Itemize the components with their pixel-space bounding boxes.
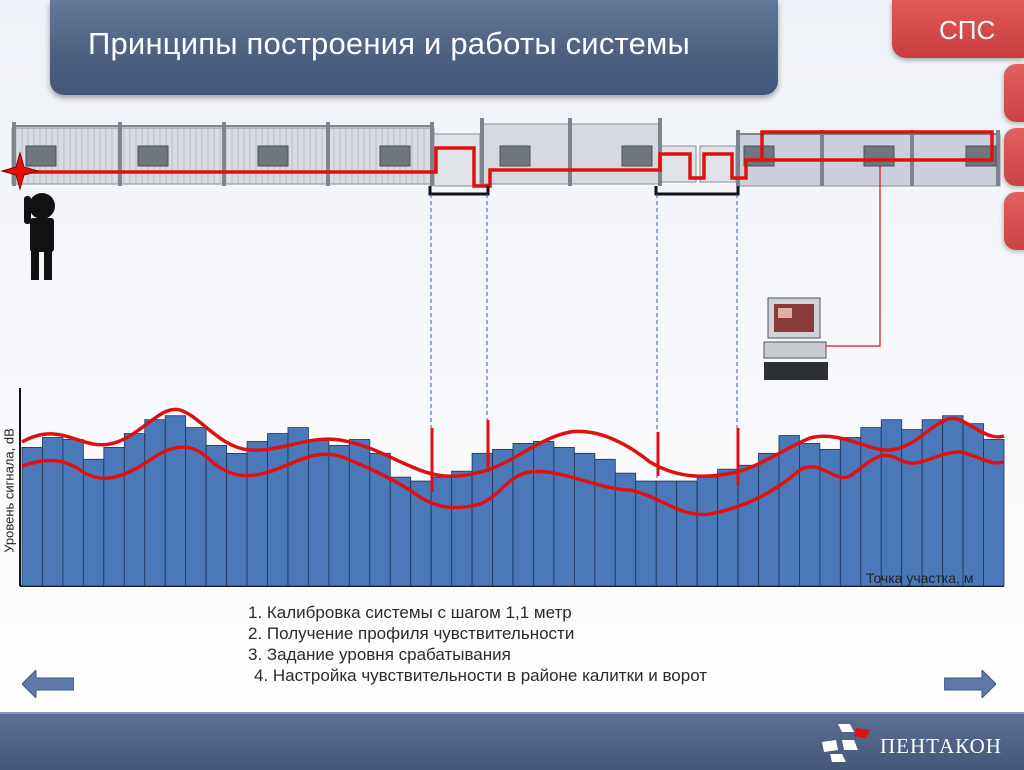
side-tab-3[interactable] — [1004, 192, 1024, 250]
signal-bar — [308, 439, 330, 587]
prev-arrow-icon[interactable] — [22, 670, 74, 698]
signal-bar — [880, 419, 903, 587]
signal-bar — [492, 448, 514, 587]
side-tab-1[interactable] — [1004, 64, 1024, 122]
step-item: 4. Настройка чувствительности в районе к… — [254, 666, 708, 685]
signal-bar — [921, 419, 944, 587]
signal-bar — [676, 480, 698, 587]
signal-bar — [533, 441, 555, 587]
alarm-star-icon — [0, 151, 40, 191]
sps-tab[interactable]: СПС — [892, 0, 1024, 58]
signal-bar — [778, 435, 800, 587]
signal-bar — [123, 433, 146, 587]
signal-bar — [962, 423, 984, 587]
signal-bar — [451, 470, 473, 587]
signal-bar — [553, 446, 575, 587]
signal-bar — [655, 480, 678, 587]
upper-threshold-line — [21, 407, 1005, 479]
signal-bar — [717, 468, 739, 587]
gate-guide-lines — [430, 194, 738, 586]
signal-bar — [512, 443, 534, 587]
signal-bar — [860, 427, 882, 587]
signal-bar — [696, 476, 718, 587]
page-title: Принципы построения и работы системы — [88, 26, 691, 61]
fence-illustration — [11, 118, 1001, 187]
step-item: 2. Получение профиля чувствительности — [248, 624, 575, 643]
side-tab-2[interactable] — [1004, 128, 1024, 186]
x-axis-label: Точка участка, м — [866, 570, 974, 586]
title-bar: Принципы построения и работы системы — [50, 0, 778, 95]
signal-bar — [328, 445, 350, 587]
next-arrow-icon[interactable] — [944, 670, 996, 698]
signal-bar — [21, 446, 43, 587]
signal-bar — [799, 443, 821, 587]
footer-logo-text: ПЕНТАКОН — [880, 734, 1002, 758]
sensing-cable — [20, 130, 994, 188]
signal-bar — [287, 427, 309, 587]
signal-bar — [983, 439, 1005, 587]
step-item: 1. Калибровка системы с шагом 1,1 метр — [248, 603, 572, 622]
signal-bar — [164, 415, 187, 587]
step-item: 3. Задание уровня срабатывания — [248, 645, 511, 664]
computer-icon — [763, 297, 828, 380]
signal-bar — [839, 437, 862, 587]
footer-bar: ПЕНТАКОН — [0, 712, 1024, 770]
sensitivity-chart — [19, 388, 1005, 587]
signal-bar — [267, 433, 289, 587]
y-axis-label: Уровень сигнала, dB — [1, 428, 17, 553]
signal-bar — [389, 476, 412, 587]
signal-bar — [573, 452, 596, 587]
signal-bar — [430, 476, 453, 587]
sps-badge-label: СПС — [939, 15, 996, 45]
pentakon-logo-icon — [822, 724, 870, 762]
person-icon — [24, 193, 55, 280]
signal-bar — [246, 441, 268, 587]
signal-bar — [144, 419, 166, 587]
signal-bar — [758, 452, 780, 587]
steps-list: 1. Калибровка системы с шагом 1,1 метр 2… — [248, 602, 707, 686]
signal-bar — [942, 415, 964, 587]
signal-bar — [901, 429, 923, 587]
signal-bar — [737, 464, 759, 587]
signal-bar — [103, 446, 125, 587]
lower-threshold-line — [21, 445, 1005, 517]
signal-bar — [594, 458, 616, 587]
